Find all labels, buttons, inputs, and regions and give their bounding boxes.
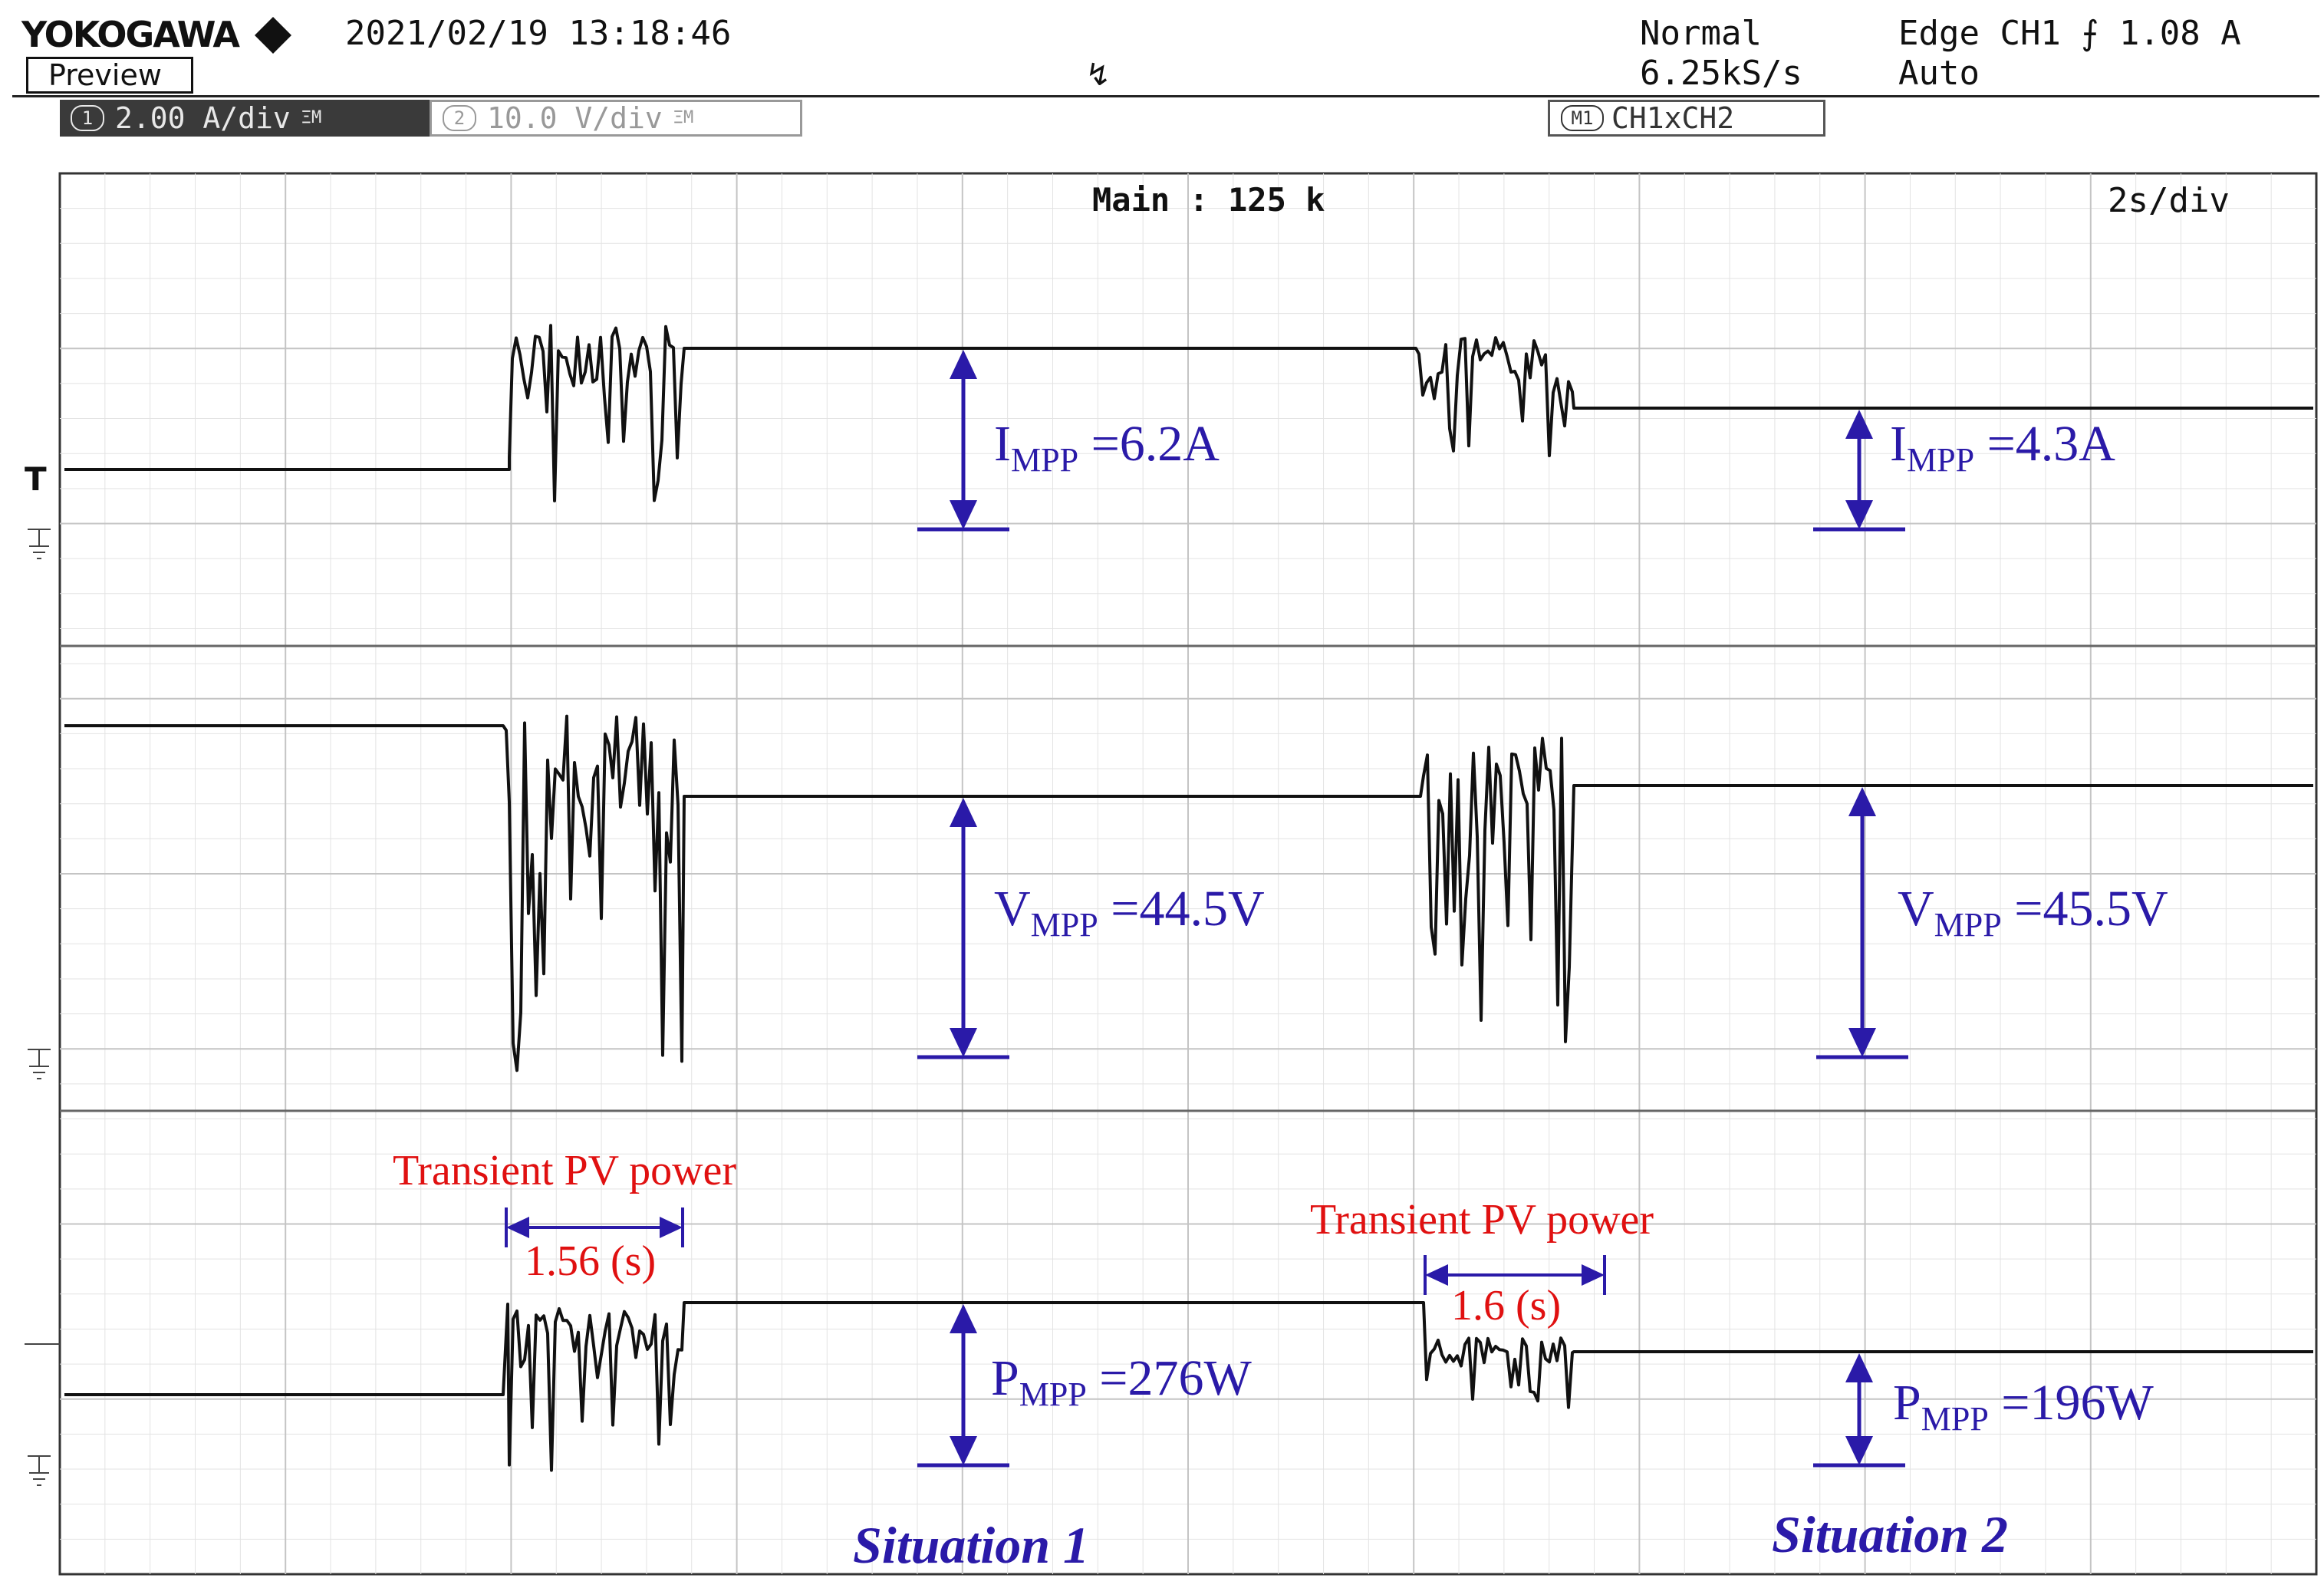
channel-1-bandwidth: ΞM (301, 108, 322, 127)
impp-arrow-1-head-bottom (950, 500, 977, 529)
vmpp-arrow-2-head-bottom (1848, 1028, 1876, 1057)
channel-1-scale[interactable]: 1 2.00 A/div ΞM (60, 100, 430, 137)
channel-2-bandwidth: ΞM (673, 108, 694, 127)
duration-label-2: 1.6 (s) (1451, 1282, 1562, 1329)
header-divider (12, 95, 2319, 97)
diamond-logo-icon (255, 17, 291, 54)
math-expression: CH1xCH2 (1611, 101, 1735, 135)
transient-duration-arrow-2-head-left (1425, 1264, 1448, 1286)
waveform-traces (64, 324, 2313, 1472)
channel-2-scale-value: 10.0 V/div (487, 101, 663, 135)
sample-rate: 6.25kS/s (1640, 54, 1802, 93)
voltage-trace (64, 714, 2313, 1072)
impp-arrow-2-head-bottom (1845, 500, 1873, 529)
ground-markers (25, 529, 60, 1486)
vmpp-arrow-1-head-top (950, 798, 977, 827)
preview-button-label: Preview (48, 58, 162, 92)
math-channel[interactable]: M1 CH1xCH2 (1548, 100, 1825, 137)
pmpp-situation-1: PMPP =276W (991, 1350, 1252, 1413)
timebase: 2s/div (2108, 181, 2230, 220)
pmpp-arrow-1-head-bottom (950, 1436, 977, 1465)
pmpp-arrow-2-head-top (1845, 1353, 1873, 1382)
brand-logo: YOKOGAWA (21, 14, 240, 55)
transient-label-2: Transient PV power (1310, 1196, 1654, 1244)
trigger-position-icon: ↯ (1085, 58, 1111, 93)
datetime-readout: 2021/02/19 13:18:46 (345, 14, 732, 53)
transient-duration-arrow-1-head-left (506, 1217, 529, 1238)
math-channel-badge: M1 (1561, 105, 1604, 131)
pmpp-situation-2: PMPP =196W (1893, 1375, 2154, 1438)
pmpp-arrow-2-head-bottom (1845, 1436, 1873, 1465)
impp-arrow-1-head-top (950, 350, 977, 379)
preview-button[interactable]: Preview (26, 57, 193, 94)
duration-label-1: 1.56 (s) (525, 1237, 657, 1285)
impp-situation-1: IMPP =6.2A (994, 416, 1220, 479)
measurement-arrows (505, 350, 1908, 1468)
trigger-mode: Auto (1898, 54, 1980, 93)
channel-1-badge: 1 (71, 105, 104, 131)
transient-duration-arrow-2-head-right (1582, 1264, 1605, 1286)
channel-2-badge: 2 (443, 105, 476, 131)
impp-situation-2: IMPP =4.3A (1890, 416, 2115, 479)
channel-2-scale[interactable]: 2 10.0 V/div ΞM (430, 100, 802, 137)
channel-1-scale-value: 2.00 A/div (115, 101, 291, 135)
record-length: Main : 125 k (1092, 181, 1325, 219)
impp-arrow-2-head-top (1845, 410, 1873, 439)
vmpp-arrow-1-head-bottom (950, 1028, 977, 1057)
current-trace (64, 324, 2313, 502)
transient-duration-arrow-1-head-right (660, 1217, 683, 1238)
situation-2-label: Situation 2 (1772, 1505, 2009, 1563)
acquisition-mode: Normal (1640, 14, 1762, 53)
vmpp-arrow-2-head-top (1848, 787, 1876, 816)
vmpp-situation-1: VMPP =44.5V (994, 881, 1265, 944)
power-trace (64, 1301, 2313, 1472)
trigger-setting: Edge CH1 ⨍ 1.08 A (1898, 14, 2241, 53)
situation-1-label: Situation 1 (853, 1516, 1090, 1574)
vmpp-situation-2: VMPP =45.5V (1898, 881, 2168, 944)
pmpp-arrow-1-head-top (950, 1304, 977, 1333)
trigger-level-icon: T (25, 460, 47, 498)
transient-label-1: Transient PV power (393, 1147, 737, 1194)
